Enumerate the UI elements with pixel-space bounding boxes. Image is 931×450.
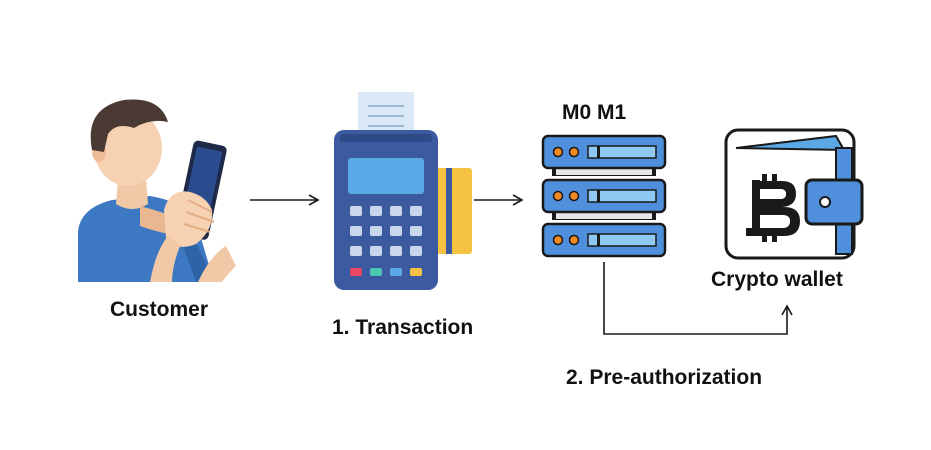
customer-label: Customer <box>110 298 209 321</box>
wallet-label: Crypto wallet <box>711 268 843 291</box>
preauthorization-label: 2. Pre-authorization <box>566 366 763 389</box>
bitcoin-icon <box>746 174 800 242</box>
transaction-label: 1. Transaction <box>332 316 474 339</box>
customer-icon <box>78 99 236 282</box>
arrow-servers-to-wallet <box>603 262 793 335</box>
server-icon <box>541 134 667 258</box>
terminal-icon <box>334 92 472 290</box>
wallet-icon <box>724 128 864 260</box>
servers-label: M0 M1 <box>562 101 627 124</box>
